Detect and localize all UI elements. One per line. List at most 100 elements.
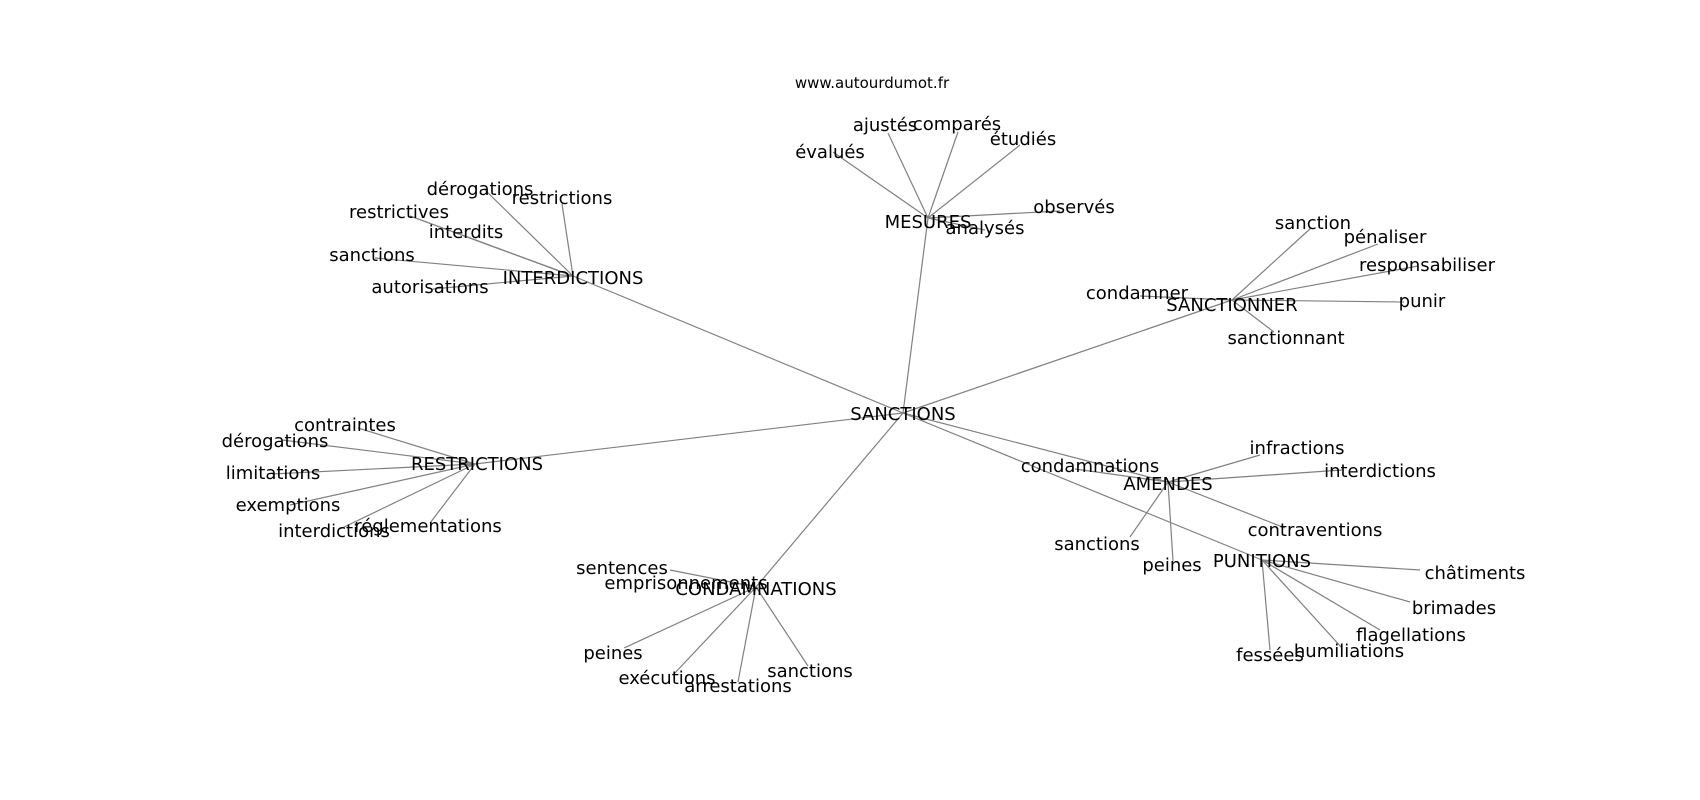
- leaf-label-restrictions: restrictions: [512, 188, 613, 209]
- edge-center-condamnations: [755, 412, 904, 588]
- leaf-label-restrictives: restrictives: [349, 202, 449, 223]
- leaf-label-derogations: dérogations: [222, 431, 329, 452]
- leaf-label-exemptions: exemptions: [236, 495, 341, 516]
- leaf-label-chatiments: châtiments: [1425, 563, 1526, 584]
- leaf-label-interdits: interdits: [429, 222, 504, 243]
- edge-condamnations-sanctions: [755, 586, 809, 667]
- edge-sanctionner-sanctionnant: [1231, 299, 1275, 333]
- leaf-label-derogations: dérogations: [427, 179, 534, 200]
- leaf-label-fessees: fessées: [1236, 645, 1304, 666]
- leaf-label-interdictions: interdictions: [278, 521, 390, 542]
- edge-interdictions-interdits: [461, 234, 574, 277]
- leaf-label-contraventions: contraventions: [1248, 520, 1383, 541]
- leaf-label-responsabiliser: responsabiliser: [1359, 255, 1496, 276]
- leaf-label-brimades: brimades: [1412, 598, 1496, 619]
- edge-condamnations-peines: [623, 586, 757, 649]
- edge-amendes-contraventions: [1167, 481, 1286, 529]
- leaf-label-autorisations: autorisations: [371, 277, 488, 298]
- leaf-label-sentences: sentences: [576, 558, 668, 579]
- edge-interdictions-sanctions: [374, 257, 574, 277]
- hub-label-interdictions: INTERDICTIONS: [503, 268, 644, 289]
- source-url: www.autourdumot.fr: [795, 74, 950, 92]
- graph-edges: [271, 131, 1421, 683]
- leaf-label-punir: punir: [1399, 291, 1446, 312]
- edge-amendes-peines: [1167, 481, 1174, 562]
- leaf-label-penaliser: pénaliser: [1344, 227, 1427, 248]
- leaf-label-etudies: étudiés: [990, 129, 1056, 150]
- edge-sanctionner-penaliser: [1231, 243, 1379, 301]
- edge-punitions-humiliations: [1261, 559, 1343, 649]
- leaf-label-arrestations: arrestations: [684, 676, 792, 697]
- edge-sanctionner-sanction: [1231, 227, 1312, 301]
- hub-label-mesures: MESURES: [885, 212, 972, 233]
- edge-mesures-ajustes: [887, 132, 929, 219]
- edge-punitions-fessees: [1261, 559, 1271, 651]
- edge-condamnations-executions: [672, 586, 757, 676]
- leaf-label-sanctions: sanctions: [329, 245, 415, 266]
- leaf-label-humiliations: humiliations: [1294, 641, 1404, 662]
- leaf-label-executions: exécutions: [618, 668, 715, 689]
- leaf-label-sanctions: sanctions: [767, 661, 853, 682]
- leaf-label-infractions: infractions: [1250, 438, 1345, 459]
- edge-condamnations-arrestations: [737, 586, 757, 683]
- edge-condamnations-emprisonnements: [741, 582, 757, 588]
- edge-restrictions-limitations: [271, 463, 476, 475]
- edge-amendes-condamnations: [1074, 468, 1169, 483]
- hub-label-amendes: AMENDES: [1123, 474, 1212, 495]
- leaf-label-peines: peines: [1142, 555, 1201, 576]
- edge-sanctionner-punir: [1231, 299, 1405, 303]
- leaf-label-condamner: condamner: [1086, 283, 1189, 304]
- edge-sanctionner-responsabiliser: [1231, 265, 1419, 301]
- edge-condamnations-sentences: [669, 569, 757, 588]
- edge-center-punitions: [902, 412, 1263, 561]
- edge-center-amendes: [902, 412, 1169, 483]
- edge-restrictions-contraintes: [357, 427, 476, 465]
- leaf-label-sanction: sanction: [1275, 213, 1351, 234]
- edge-mesures-analyses: [927, 217, 986, 231]
- edge-mesures-compares: [927, 131, 959, 219]
- edge-interdictions-derogations: [484, 189, 574, 277]
- leaf-label-compares: comparés: [913, 114, 1001, 135]
- leaf-label-interdictions: interdictions: [1324, 461, 1436, 482]
- edge-punitions-brimades: [1261, 559, 1411, 603]
- edge-mesures-evalues: [832, 151, 929, 219]
- hub-label-restrictions: RESTRICTIONS: [411, 454, 543, 475]
- edge-center-sanctionner: [902, 299, 1233, 414]
- leaf-label-analyses: analysés: [946, 218, 1025, 239]
- edge-amendes-infractions: [1167, 454, 1261, 483]
- leaf-label-ajustes: ajustés: [853, 115, 917, 136]
- edge-punitions-chatiments: [1261, 559, 1421, 571]
- edge-sanctionner-condamner: [1139, 295, 1233, 301]
- leaf-label-condamnations: condamnations: [1021, 456, 1160, 477]
- leaf-label-emprisonnements: emprisonnements: [604, 573, 767, 594]
- leaf-label-sanctions: sanctions: [1054, 534, 1140, 555]
- hub-label-condamnations: CONDAMNATIONS: [675, 579, 836, 600]
- edge-punitions-flagellations: [1261, 559, 1381, 631]
- leaf-label-reglementations: réglementations: [354, 516, 502, 537]
- center-node-label: SANCTIONS: [850, 404, 955, 425]
- leaf-label-contraintes: contraintes: [294, 415, 396, 436]
- edge-restrictions-interdictions: [339, 463, 476, 530]
- hub-label-sanctionner: SANCTIONNER: [1166, 295, 1297, 316]
- leaf-label-observes: observés: [1033, 197, 1114, 218]
- edge-mesures-observes: [927, 210, 1061, 219]
- leaf-label-sanctionnant: sanctionnant: [1227, 328, 1344, 349]
- edge-restrictions-reglementations: [429, 463, 476, 524]
- leaf-label-evalues: évalués: [795, 142, 865, 163]
- edge-center-mesures: [902, 217, 929, 414]
- edge-center-interdictions: [572, 275, 904, 414]
- leaf-label-limitations: limitations: [226, 463, 320, 484]
- edge-amendes-sanctions: [1129, 481, 1169, 538]
- leaf-label-peines: peines: [583, 643, 642, 664]
- leaf-label-flagellations: flagellations: [1356, 625, 1466, 646]
- edge-center-restrictions: [474, 412, 904, 465]
- edge-interdictions-restrictions: [561, 203, 574, 277]
- edge-amendes-interdictions: [1167, 469, 1343, 483]
- edge-restrictions-exemptions: [289, 463, 476, 506]
- hub-label-punitions: PUNITIONS: [1213, 551, 1311, 572]
- edge-restrictions-derogations: [281, 439, 476, 465]
- edge-mesures-etudies: [927, 144, 1021, 219]
- graph-labels: www.autourdumot.fr SANCTIONS dérogations…: [222, 74, 1526, 697]
- edge-interdictions-autorisations: [432, 275, 574, 290]
